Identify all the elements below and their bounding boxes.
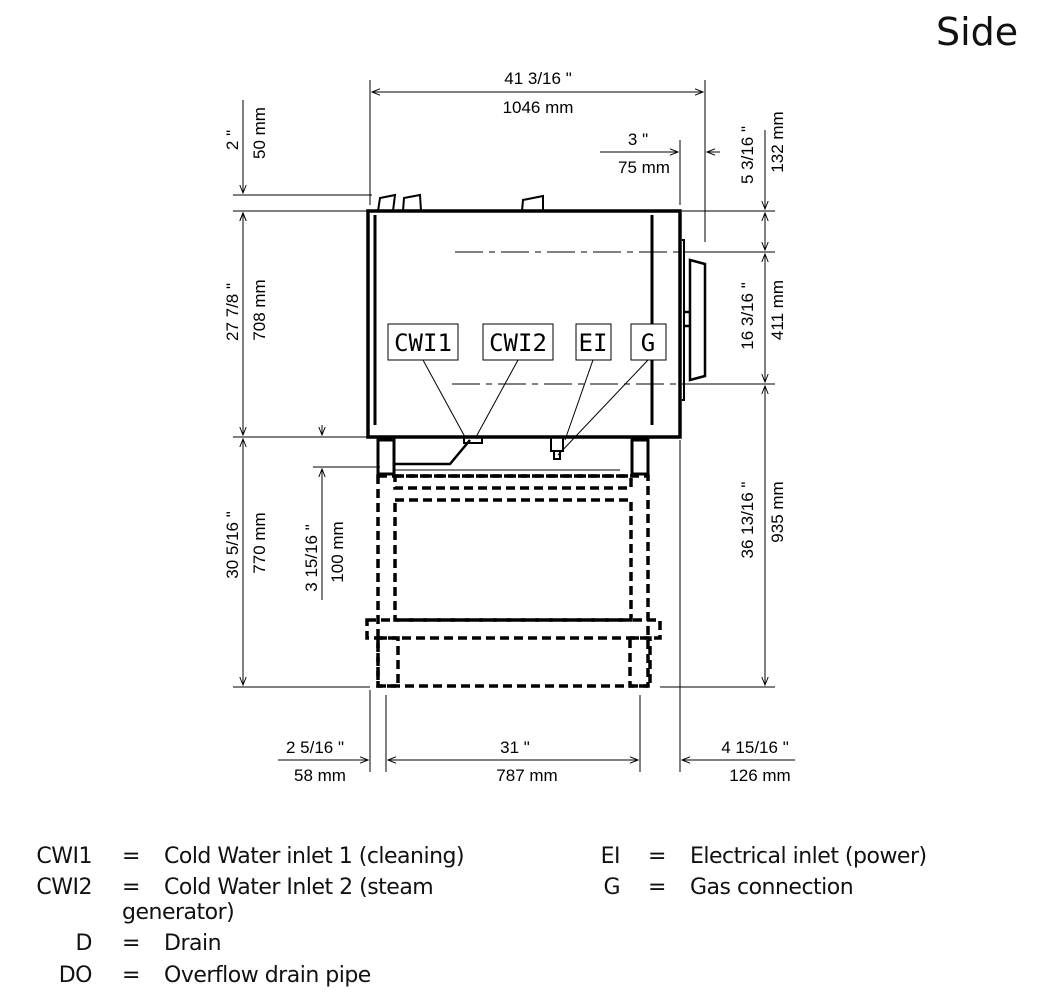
- dim-text: 2 ": [223, 130, 242, 150]
- dim-text: 708 mm: [250, 279, 269, 340]
- dim-text: 2 5/16 ": [286, 738, 344, 757]
- dim-text: 3 ": [628, 130, 648, 149]
- dim-text: 3 15/16 ": [302, 524, 321, 591]
- view-title: Side: [936, 10, 1019, 54]
- dim-text: 36 13/16 ": [738, 482, 757, 559]
- legend-abbr: CWI1: [36, 844, 92, 869]
- dim-text: 50 mm: [250, 107, 269, 159]
- dim-text: 16 3/16 ": [738, 282, 757, 349]
- dim-text: 41 3/16 ": [504, 69, 571, 88]
- dim-text: 411 mm: [768, 280, 787, 340]
- stand-outline: [365, 474, 662, 688]
- dimension-texts: 41 3/16 " 1046 mm 3 " 75 mm 2 " 50 mm 27…: [223, 69, 791, 785]
- dim-text: 126 mm: [729, 766, 790, 785]
- legend-desc: Drain: [164, 931, 222, 956]
- dim-text: 31 ": [500, 738, 530, 757]
- legend-abbr: G: [603, 875, 620, 900]
- dim-text: 1046 mm: [503, 98, 574, 117]
- label-cwi1: CWI1: [394, 329, 452, 357]
- legend-eq: =: [122, 875, 140, 900]
- dim-text: 935 mm: [768, 481, 787, 542]
- dim-text: 787 mm: [496, 766, 557, 785]
- dim-text: 30 5/16 ": [223, 511, 242, 578]
- legend-eq: =: [648, 875, 666, 900]
- dim-text: 27 7/8 ": [223, 283, 242, 341]
- label-cwi2: CWI2: [489, 329, 547, 357]
- dim-text: 4 15/16 ": [721, 738, 788, 757]
- legend-abbr: D: [75, 931, 93, 956]
- dimension-lines: [233, 80, 795, 772]
- dim-text: 58 mm: [294, 766, 346, 785]
- label-g: G: [641, 329, 655, 357]
- legend-abbr: CWI2: [36, 875, 92, 900]
- legend-desc: Electrical inlet (power): [690, 844, 927, 869]
- label-ei: EI: [579, 329, 608, 357]
- dim-text: 5 3/16 ": [738, 126, 757, 184]
- legend-abbr: DO: [58, 963, 93, 988]
- legend-eq: =: [122, 931, 140, 956]
- legend-desc: Overflow drain pipe: [164, 963, 371, 988]
- legend-eq: =: [122, 963, 140, 988]
- legend-desc: Cold Water Inlet 2 (steam: [164, 875, 434, 900]
- legend-eq: =: [122, 844, 140, 869]
- dim-text: 132 mm: [768, 111, 787, 172]
- legend-desc-cont: generator): [122, 900, 235, 925]
- dim-text: 75 mm: [618, 158, 670, 177]
- dim-text: 770 mm: [250, 512, 269, 573]
- legend-desc: Gas connection: [690, 875, 854, 900]
- dim-text: 100 mm: [328, 521, 347, 582]
- oven-body: [366, 193, 707, 476]
- connection-labels: CWI1 CWI2 EI G: [387, 323, 667, 456]
- legend-eq: =: [648, 844, 666, 869]
- legend-abbr: EI: [600, 844, 621, 869]
- side-view-drawing: CWI1 CWI2 EI G 41 3/16 " 1046 mm 3 " 75 …: [223, 69, 795, 785]
- legend-desc: Cold Water inlet 1 (cleaning): [164, 844, 465, 869]
